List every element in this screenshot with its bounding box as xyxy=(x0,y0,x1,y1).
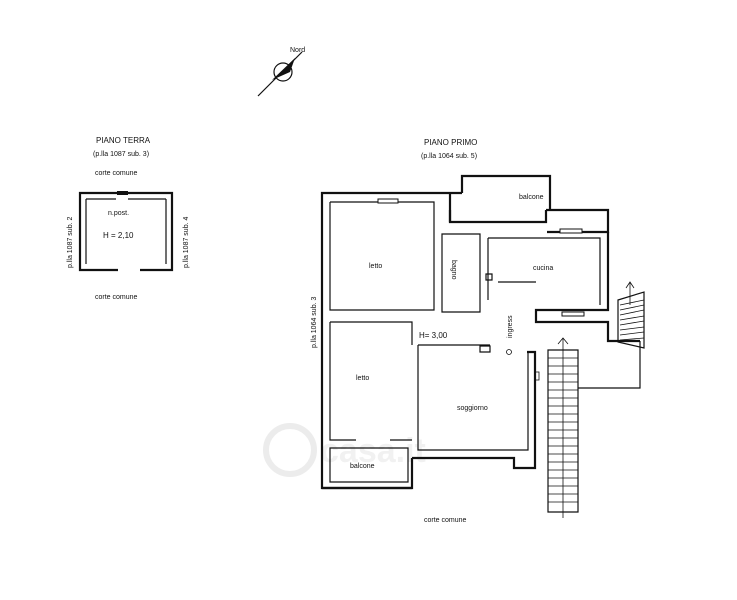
first-floor-outer-wall-bottom xyxy=(322,350,537,490)
first-floor-balcony-walls xyxy=(448,210,548,224)
first-floor: PIANO PRIMO (p.lla 1064 sub. 5) xyxy=(311,138,645,524)
stair-arrow-icon xyxy=(557,337,569,518)
bottom-balcony-walls xyxy=(329,447,409,483)
entrance-marker-icon xyxy=(506,349,512,355)
ground-floor-left-label: p.lla 1087 sub. 2 xyxy=(67,217,74,268)
compass-circle-icon xyxy=(273,62,293,82)
window-icon xyxy=(561,311,585,317)
landing-wall xyxy=(578,341,641,389)
room-label-balcone-bottom: balcone xyxy=(350,463,375,470)
first-floor-bottom-label: corte comune xyxy=(424,517,467,524)
kitchen-walls xyxy=(487,237,601,305)
room-label-cucina: cucina xyxy=(533,265,553,272)
first-floor-left-label: p.lla 1064 sub. 3 xyxy=(311,297,318,348)
watermark-logo-icon xyxy=(263,423,317,477)
first-floor-ref: (p.lla 1064 sub. 5) xyxy=(421,153,477,160)
north-compass: Nord xyxy=(257,47,305,97)
living-room-walls xyxy=(417,344,529,451)
bedroom-2-walls xyxy=(329,321,413,441)
compass-arrow-icon xyxy=(272,58,295,80)
right-staircase xyxy=(578,281,645,389)
door-icon xyxy=(485,273,493,281)
ground-floor: PIANO TERRA (p.lla 1087 sub. 3) corte co… xyxy=(67,136,190,301)
stair-steps xyxy=(619,299,645,341)
room-label-bagno: bagno xyxy=(450,260,457,280)
room-label-soggiorno: soggiorno xyxy=(457,405,488,412)
first-floor-height: H= 3,00 xyxy=(419,331,448,340)
ground-floor-window-icon xyxy=(117,191,128,195)
bathroom-walls xyxy=(441,233,481,313)
ground-floor-wall-left xyxy=(78,191,118,272)
first-floor-title: PIANO PRIMO xyxy=(424,138,477,147)
ground-floor-right-label: p.lla 1087 sub. 4 xyxy=(183,217,190,268)
ground-floor-ref: (p.lla 1087 sub. 3) xyxy=(93,151,149,158)
bottom-staircase xyxy=(534,337,579,518)
room-label-letto-1: letto xyxy=(369,263,382,270)
ground-floor-title: PIANO TERRA xyxy=(96,136,151,145)
ground-floor-wall-right xyxy=(128,191,174,272)
ground-floor-bottom-label: corte comune xyxy=(95,294,138,301)
room-label-letto-2: letto xyxy=(356,375,369,382)
ground-floor-room-name: n.post. xyxy=(108,210,129,217)
ground-floor-inner-wall xyxy=(85,198,167,264)
window-icon xyxy=(377,198,399,204)
room-label-balcone-top: balcone xyxy=(519,194,544,201)
compass-label: Nord xyxy=(290,47,305,54)
staircase-outline xyxy=(617,291,645,349)
watermark: casa.it xyxy=(263,423,426,477)
door-icon xyxy=(479,345,491,353)
ground-floor-height: H = 2,10 xyxy=(103,231,134,240)
first-floor-outer-wall-top-right xyxy=(546,193,610,234)
stair-arrow-icon xyxy=(625,281,635,305)
first-floor-outer-wall-right xyxy=(534,232,640,343)
column-icon xyxy=(534,371,540,381)
ground-floor-top-label: corte comune xyxy=(95,170,138,177)
staircase-outline xyxy=(547,349,579,513)
bedroom-1-walls xyxy=(329,201,435,311)
room-label-ingresso: ingress xyxy=(507,315,514,338)
window-icon xyxy=(559,228,583,234)
